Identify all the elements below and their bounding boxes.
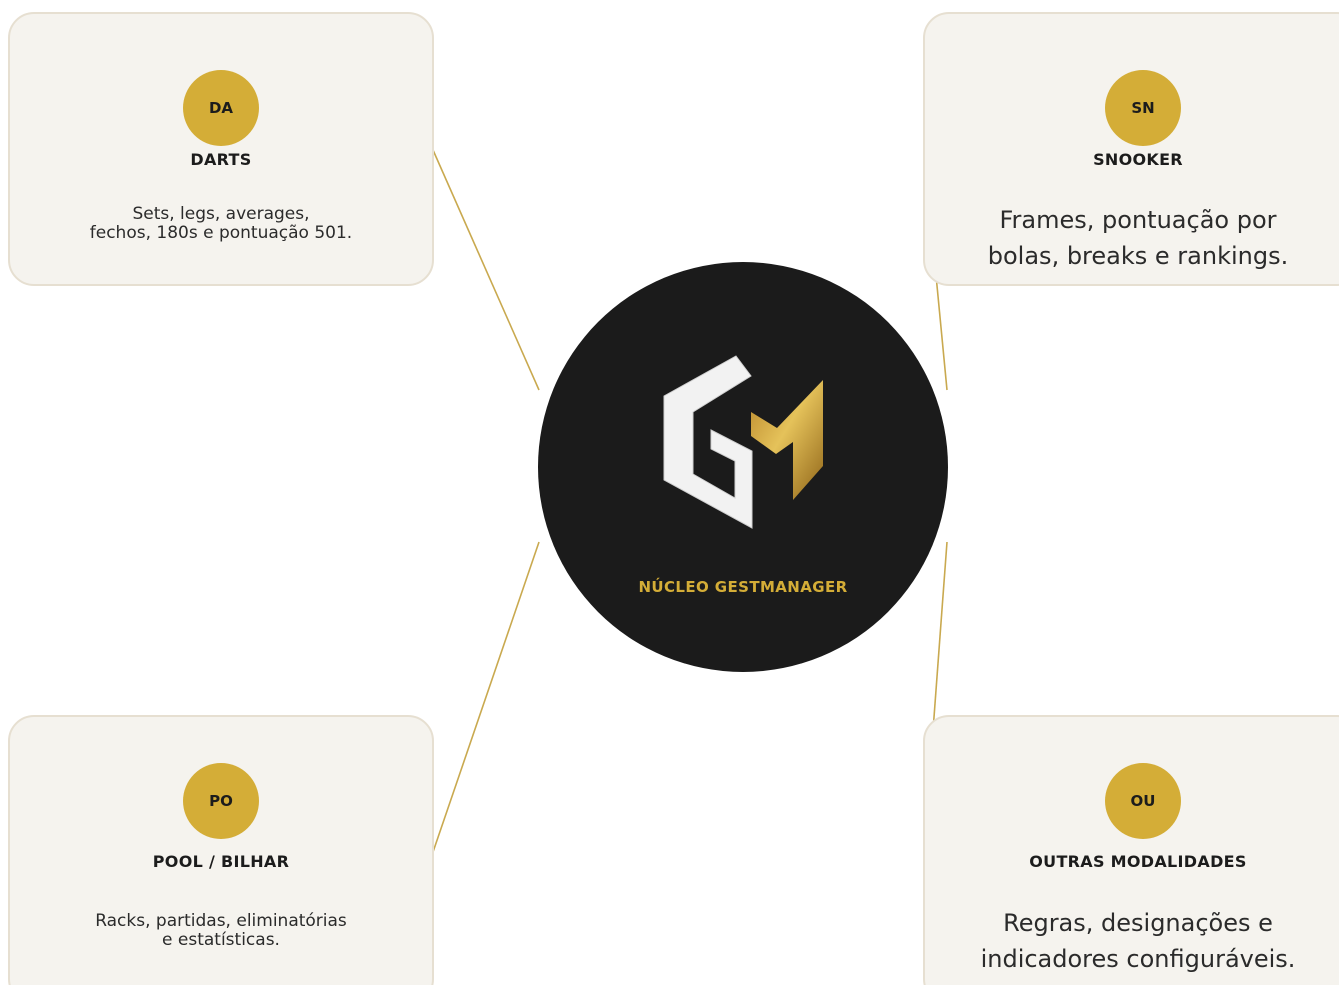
connector-darts (432, 149, 540, 391)
card-title-snooker: SNOOKER (1093, 150, 1183, 169)
card-description-snooker: Frames, pontuação por bolas, breaks e ra… (987, 206, 1289, 270)
badge-darts: DA (183, 70, 259, 146)
card-title-outras: OUTRAS MODALIDADES (1029, 852, 1247, 871)
card-description-pool: Racks, partidas, eliminatórias e estatís… (95, 911, 347, 950)
card-darts: DA DARTS Sets, legs, averages, fechos, 1… (8, 12, 434, 286)
card-pool: PO POOL / BILHAR Racks, partidas, elimin… (8, 715, 434, 985)
connector-pool (432, 541, 540, 853)
hub-circle: NÚCLEO GESTMANAGER (538, 262, 948, 672)
card-snooker: SN SNOOKER Frames, pontuação por bolas, … (923, 12, 1339, 286)
badge-snooker: SN (1105, 70, 1181, 146)
badge-pool: PO (183, 763, 259, 839)
card-title-pool: POOL / BILHAR (152, 852, 290, 871)
gm-logo-icon (663, 355, 823, 529)
card-description-outras: Regras, designações e indicadores config… (980, 909, 1296, 973)
card-outras: OU OUTRAS MODALIDADES Regras, designaçõe… (923, 715, 1339, 985)
card-title-darts: DARTS (190, 150, 252, 169)
hub-label: NÚCLEO GESTMANAGER (638, 578, 848, 596)
badge-outras: OU (1105, 763, 1181, 839)
card-description-darts: Sets, legs, averages, fechos, 180s e pon… (89, 204, 353, 243)
